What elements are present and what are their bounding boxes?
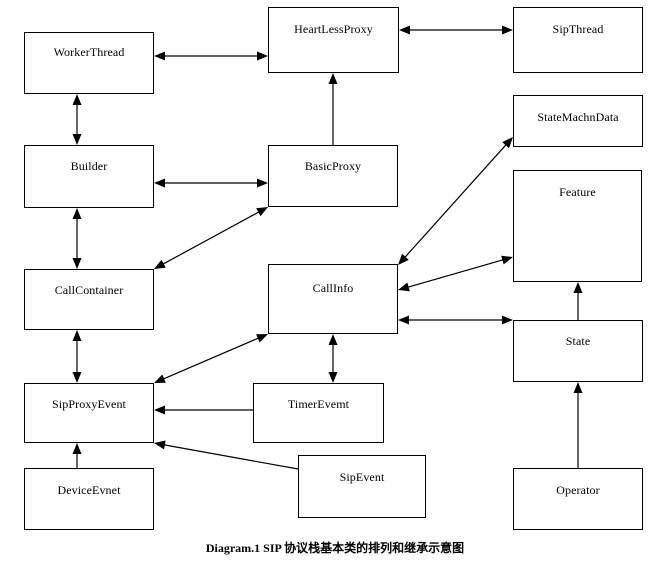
node-label-callcontainer: CallContainer	[54, 283, 124, 297]
edge-arrowhead-start-workerthread-heartlessproxy	[154, 51, 165, 61]
node-feature[interactable]: Feature	[513, 170, 642, 282]
node-sipthread[interactable]: SipThread	[513, 7, 643, 73]
edge-arrowhead-start-callinfo-feature	[398, 282, 410, 292]
edge-arrowhead-end-timerevemt-callinfo	[328, 334, 338, 345]
edge-arrowhead-end-timerevemt-sipproxyevent	[154, 405, 165, 415]
node-deviceevnet[interactable]: DeviceEvnet	[24, 468, 154, 530]
node-label-sipevent: SipEvent	[339, 470, 385, 484]
node-label-sipthread: SipThread	[552, 22, 604, 36]
edge-arrowhead-end-heartlessproxy-sipthread	[502, 25, 513, 35]
node-builder[interactable]: Builder	[24, 145, 154, 208]
edge-arrowhead-end-callinfo-statemachndata	[502, 137, 513, 149]
node-label-statemachndata: StateMachnData	[537, 110, 619, 124]
edge-arrowhead-end-callcontainer-sipproxyevent	[72, 372, 82, 383]
edge-arrowhead-start-callinfo-statemachndata	[398, 253, 409, 265]
edge-arrowhead-start-builder-callcontainer	[72, 208, 82, 219]
edge-arrowhead-end-callcontainer-basicproxy	[256, 207, 268, 217]
edge-arrowhead-start-workerthread-builder	[72, 94, 82, 105]
node-callcontainer[interactable]: CallContainer	[24, 269, 154, 330]
node-sipevent[interactable]: SipEvent	[298, 455, 426, 518]
node-label-operator: Operator	[556, 483, 600, 497]
node-label-builder: Builder	[70, 159, 108, 173]
edge-line-sipevent-sipproxyevent	[162, 444, 299, 470]
node-label-workerthread: WorkerThread	[53, 45, 125, 59]
node-heartlessproxy[interactable]: HeartLessProxy	[268, 7, 399, 73]
edge-arrowhead-end-sipevent-sipproxyevent	[154, 440, 166, 450]
edge-arrowhead-start-callcontainer-sipproxyevent	[72, 330, 82, 341]
edges-group	[72, 25, 583, 470]
node-label-callinfo: CallInfo	[312, 281, 354, 295]
node-callinfo[interactable]: CallInfo	[268, 264, 398, 334]
edge-arrowhead-end-workerthread-builder	[72, 134, 82, 145]
edge-arrowhead-start-builder-basicproxy	[154, 178, 165, 188]
node-label-feature: Feature	[559, 185, 596, 199]
edge-line-callinfo-statemachndata	[403, 143, 508, 259]
edge-line-callcontainer-basicproxy	[161, 210, 261, 266]
node-label-basicproxy: BasicProxy	[304, 159, 362, 173]
node-label-deviceevnet: DeviceEvnet	[57, 483, 121, 497]
edge-arrowhead-end-operator-state	[573, 382, 583, 393]
node-state[interactable]: State	[513, 320, 643, 382]
edge-arrowhead-end-callinfo-state	[502, 315, 513, 325]
edge-line-callinfo-feature	[406, 258, 505, 289]
edge-arrowhead-end-workerthread-heartlessproxy	[257, 51, 268, 61]
node-basicproxy[interactable]: BasicProxy	[268, 145, 398, 207]
diagram-caption: Diagram.1 SIP 协议栈基本类的排列和继承示意图	[205, 541, 465, 555]
node-label-timerevemt: TimerEvemt	[287, 397, 350, 411]
edge-arrowhead-start-callinfo-state	[398, 315, 409, 325]
edge-arrowhead-end-builder-basicproxy	[257, 178, 268, 188]
node-label-state: State	[565, 334, 591, 348]
edge-arrowhead-end-callinfo-feature	[501, 255, 513, 265]
edge-arrowhead-end-sipproxyevent-callinfo	[256, 334, 268, 343]
edge-arrowhead-start-sipproxyevent-callinfo	[154, 374, 166, 383]
edge-line-sipproxyevent-callinfo	[162, 337, 260, 380]
edge-arrowhead-end-basicproxy-heartlessproxy	[328, 73, 338, 84]
edge-arrowhead-start-callcontainer-basicproxy	[154, 259, 166, 269]
node-label-heartlessproxy: HeartLessProxy	[294, 22, 373, 36]
node-operator[interactable]: Operator	[513, 468, 643, 530]
node-sipproxyevent[interactable]: SipProxyEvent	[24, 383, 154, 443]
node-timerevemt[interactable]: TimerEvemt	[253, 383, 384, 443]
node-workerthread[interactable]: WorkerThread	[24, 32, 154, 94]
edge-arrowhead-end-deviceevnet-sipproxyevent	[72, 443, 82, 454]
edge-arrowhead-end-state-feature	[573, 282, 583, 293]
edge-arrowhead-start-timerevemt-callinfo	[328, 372, 338, 383]
edge-arrowhead-start-heartlessproxy-sipthread	[399, 25, 410, 35]
edge-arrowhead-end-builder-callcontainer	[72, 258, 82, 269]
node-statemachndata[interactable]: StateMachnData	[513, 95, 643, 147]
node-label-sipproxyevent: SipProxyEvent	[52, 397, 126, 411]
